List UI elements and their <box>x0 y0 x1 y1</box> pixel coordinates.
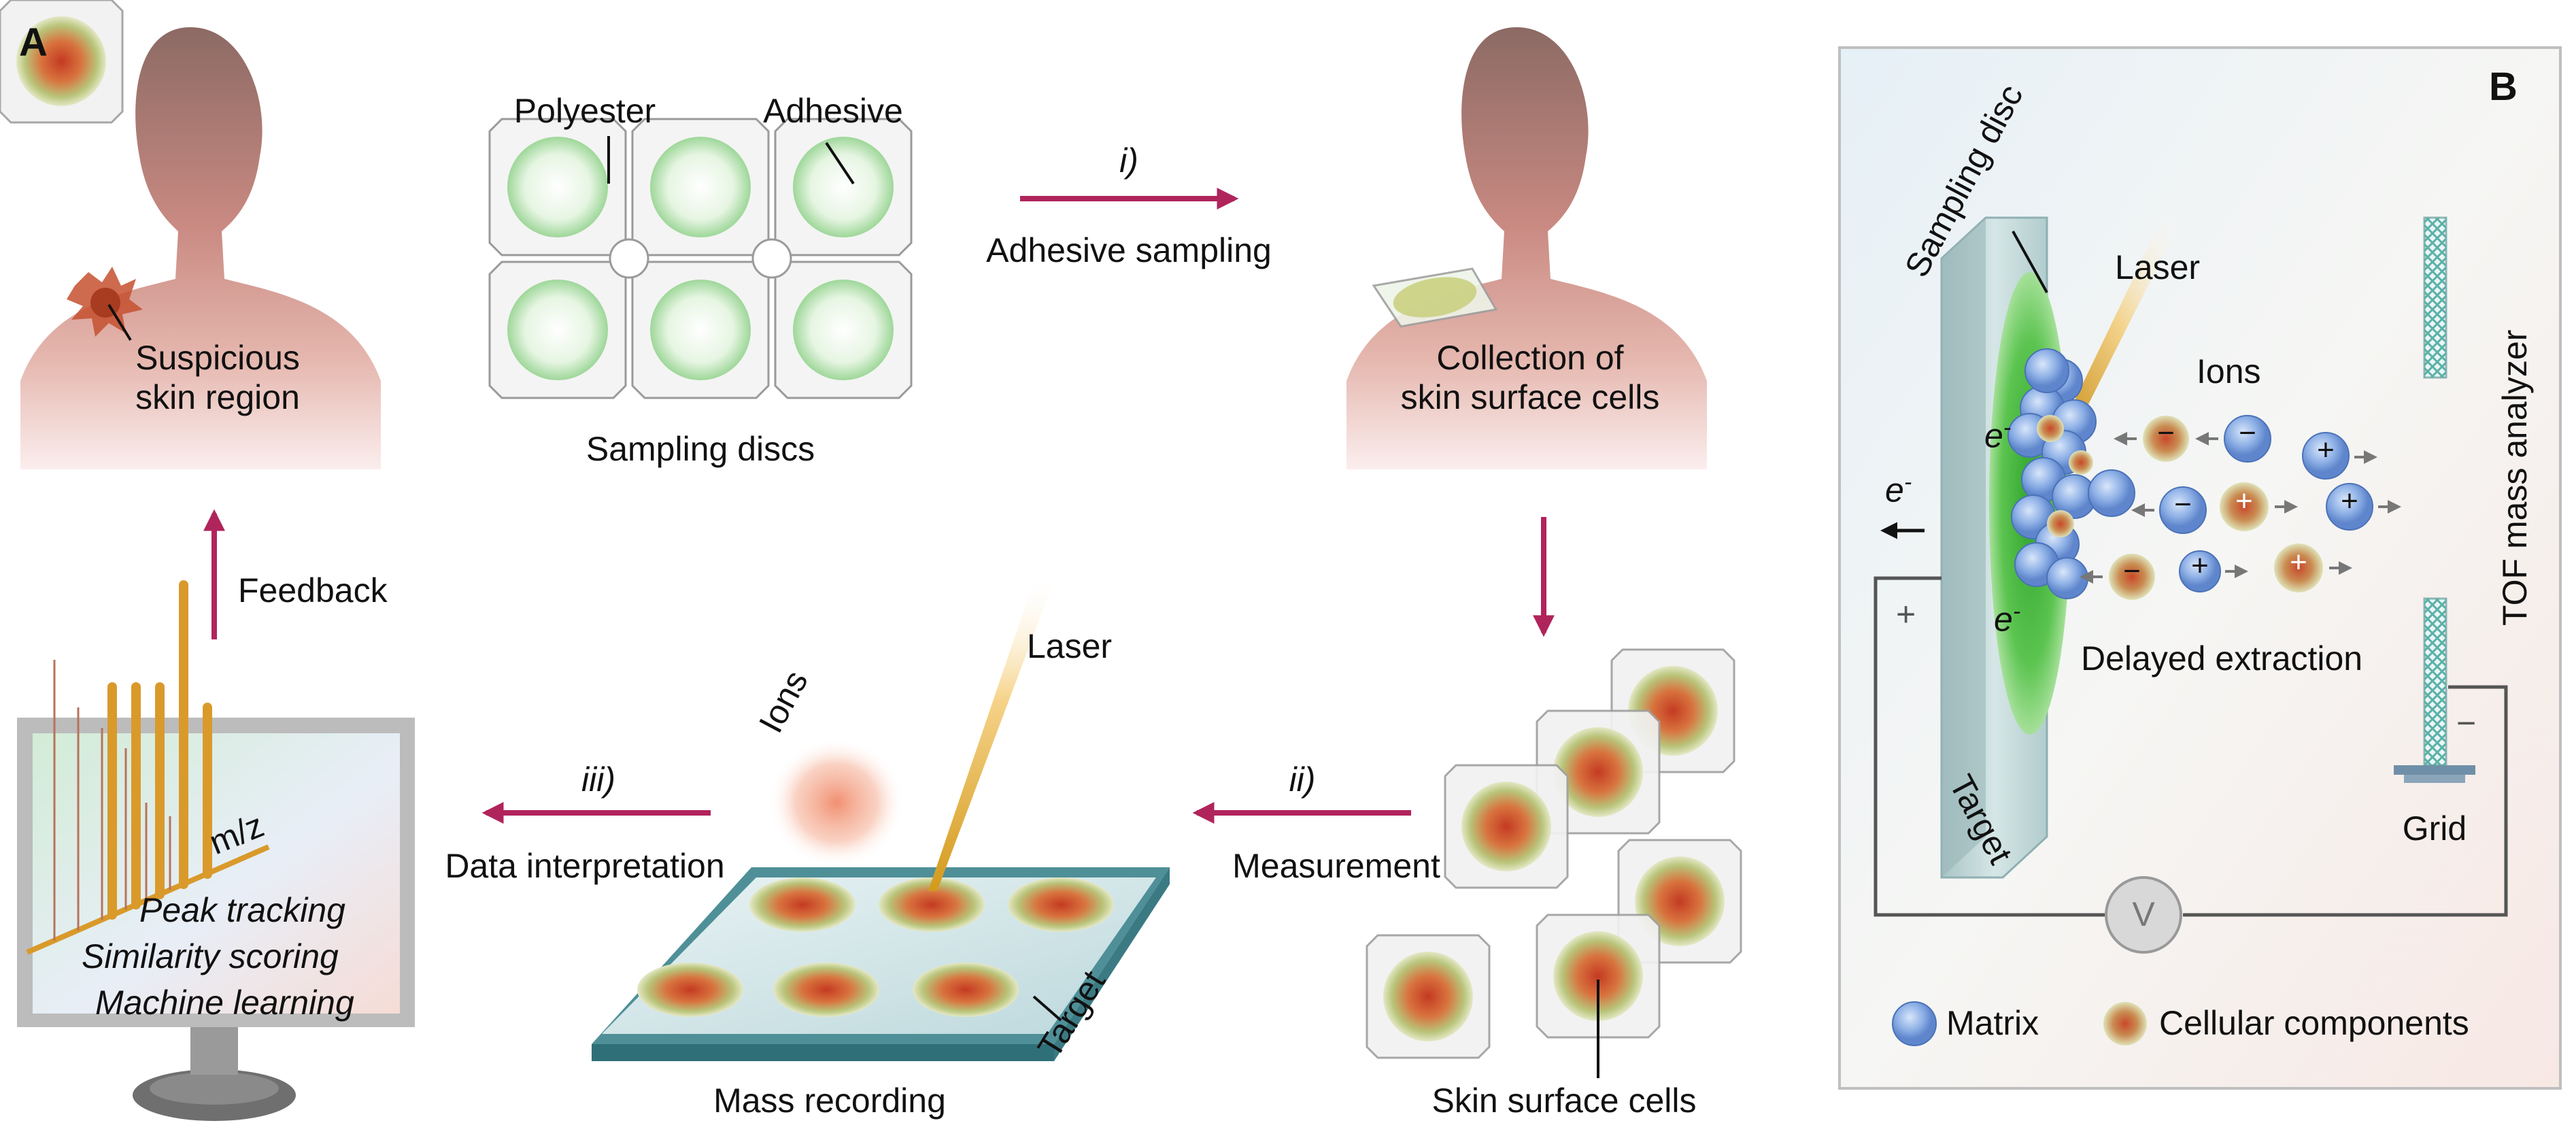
label-voltmeter: V <box>2132 895 2155 933</box>
label-adhesive: Adhesive <box>763 92 903 130</box>
ion-cloud <box>768 738 904 867</box>
label-tof: TOF mass analyzer <box>2496 329 2534 626</box>
ion-sign-plus-5: + <box>2290 546 2307 579</box>
target-plate <box>592 867 1170 1061</box>
label-plus-terminal: + <box>1896 595 1916 633</box>
label-step-iii: iii) <box>581 760 615 799</box>
ion-sign-minus-2: − <box>2239 416 2256 450</box>
label-data-interpretation: Data interpretation <box>445 847 725 885</box>
laser-beam-b <box>2061 218 2180 435</box>
label-ions-b: Ions <box>2197 352 2261 390</box>
person-silhouette-right <box>1346 27 1707 469</box>
label-minus-terminal: − <box>2456 704 2477 742</box>
label-electron-1: e- <box>1984 415 2012 455</box>
sampling-discs-grid <box>488 118 913 399</box>
label-electron-3: e- <box>1885 469 1912 509</box>
label-sampling-discs: Sampling discs <box>586 430 815 468</box>
label-grid: Grid <box>2402 809 2467 848</box>
circuit <box>1874 522 2508 954</box>
label-adhesive-sampling: Adhesive sampling <box>986 231 1272 269</box>
legend-matrix-icon <box>1892 1001 1937 1046</box>
label-electron-2: e- <box>1994 599 2021 639</box>
ion-sign-plus-1: + <box>2317 433 2335 467</box>
person-silhouette-left <box>20 27 381 469</box>
label-mass-recording: Mass recording <box>713 1082 946 1120</box>
label-delayed-extraction: Delayed extraction <box>2081 639 2363 677</box>
label-step-i: i) <box>1119 141 1138 180</box>
ion-sign-plus-2: + <box>2235 484 2253 518</box>
laser-beam-a <box>928 571 1057 891</box>
label-laser-a: Laser <box>1027 627 1113 665</box>
skin-cell-discs <box>0 0 1742 1078</box>
tof-analyzer <box>2394 216 2475 783</box>
label-feedback: Feedback <box>238 571 388 609</box>
ion-sign-minus-3: − <box>2174 488 2192 521</box>
adhesive-disc-icon <box>1372 267 1498 328</box>
label-polyester: Polyester <box>513 92 656 130</box>
ion-sign-plus-4: + <box>2191 549 2209 582</box>
label-machine-learning: Machine learning <box>95 984 354 1022</box>
ions-b <box>2080 415 2401 600</box>
legend-cellular-icon <box>2103 1002 2147 1045</box>
label-collection-line2: skin surface cells <box>1400 378 1660 416</box>
ion-sign-plus-3: + <box>2341 484 2358 518</box>
legend-matrix-label: Matrix <box>1946 1004 2039 1042</box>
label-suspicious-line1: Suspicious <box>135 339 300 377</box>
panel-label-b: B <box>2489 65 2518 109</box>
panel-label-a: A <box>19 20 48 65</box>
ion-sign-minus-1: − <box>2157 416 2175 450</box>
ion-sign-minus-4: − <box>2123 554 2141 588</box>
label-suspicious-line2: skin region <box>135 378 300 416</box>
label-laser-b: Laser <box>2115 248 2201 286</box>
label-step-ii: ii) <box>1289 760 1316 799</box>
matrix-cluster <box>2007 348 2135 599</box>
mass-spectrum <box>26 580 270 955</box>
label-measurement: Measurement <box>1232 847 1440 885</box>
label-peak-tracking: Peak tracking <box>139 891 345 929</box>
legend-cellular-label: Cellular components <box>2159 1004 2469 1042</box>
label-similarity-scoring: Similarity scoring <box>82 937 339 975</box>
label-skin-surface-cells: Skin surface cells <box>1431 1082 1697 1120</box>
label-collection-line1: Collection of <box>1436 339 1624 377</box>
